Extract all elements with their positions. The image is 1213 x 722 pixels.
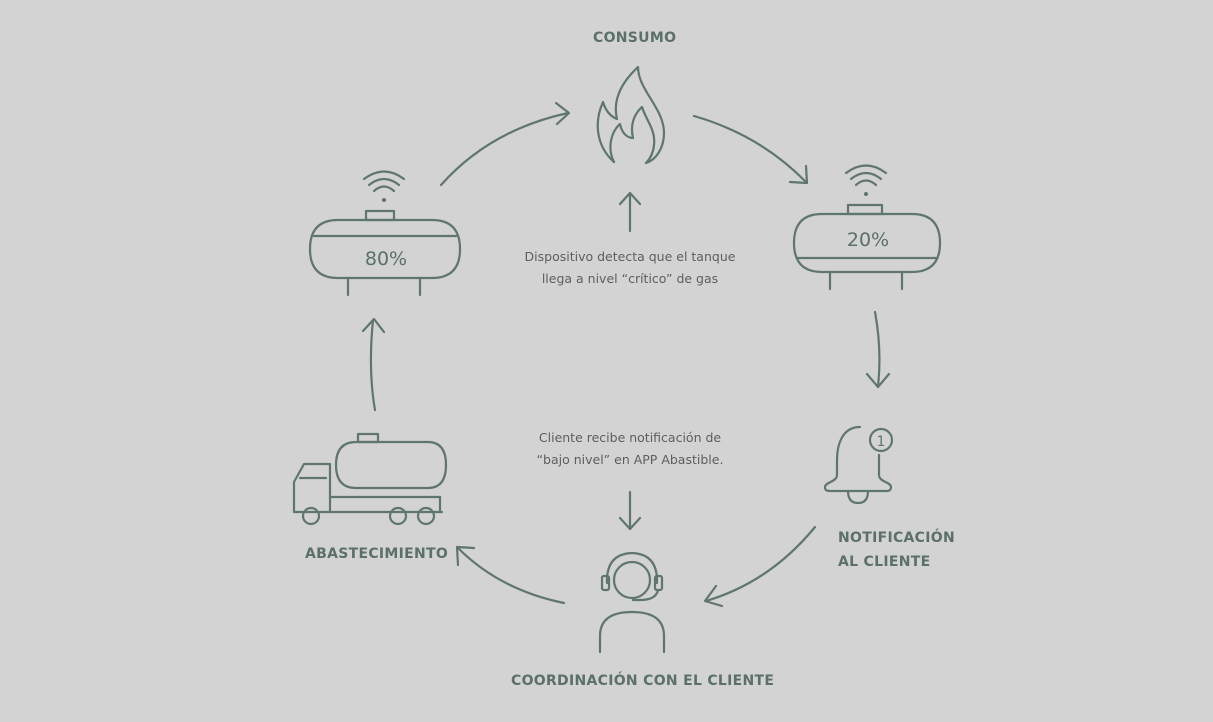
arrow-tank-to-notification [865,310,891,389]
client-note-line-1: Cliente recibe notificación de [538,430,722,445]
device-note-line-2: llega a nivel “crítico” de gas [541,271,719,286]
bell-notification-icon: 1 [823,425,894,505]
arrow-abastecimiento-to-tank [361,317,386,412]
stage-label-abastecimiento: ABASTECIMIENTO [305,546,449,562]
stage-label-notificacion: NOTIFICACIÓN AL CLIENTE [838,526,955,574]
flame-icon [596,65,666,165]
tanker-truck-icon [292,432,448,526]
arrow-tank-to-consumo [439,101,571,187]
tank-level-80-text: 80% [365,248,407,270]
arrow-consumo-to-tank [692,114,809,185]
arrow-notification-to-coordinacion [703,525,817,608]
notification-badge-count: 1 [877,434,886,450]
tank-level-20-text: 20% [847,229,889,251]
device-note-line-1: Dispositivo detecta que el tanque [524,249,736,264]
notificacion-line-1: NOTIFICACIÓN [838,530,955,546]
arrow-coordinacion-to-abastecimiento [455,545,566,605]
arrow-up-to-consumo [618,191,642,233]
gas-tank-80-icon: 80% [308,170,462,297]
stage-label-coordinacion: COORDINACIÓN CON EL CLIENTE [511,673,775,689]
client-notification-note: Cliente recibe notificación de “bajo niv… [480,427,780,471]
stage-label-consumo: CONSUMO [593,30,677,46]
arrow-down-to-coordinacion [618,490,642,531]
device-detection-note: Dispositivo detecta que el tanque llega … [480,246,780,290]
notificacion-line-2: AL CLIENTE [838,554,931,570]
gas-tank-20-icon: 20% [792,164,942,291]
headset-operator-icon [598,551,666,654]
client-note-line-2: “bajo nivel” en APP Abastible. [536,452,724,467]
